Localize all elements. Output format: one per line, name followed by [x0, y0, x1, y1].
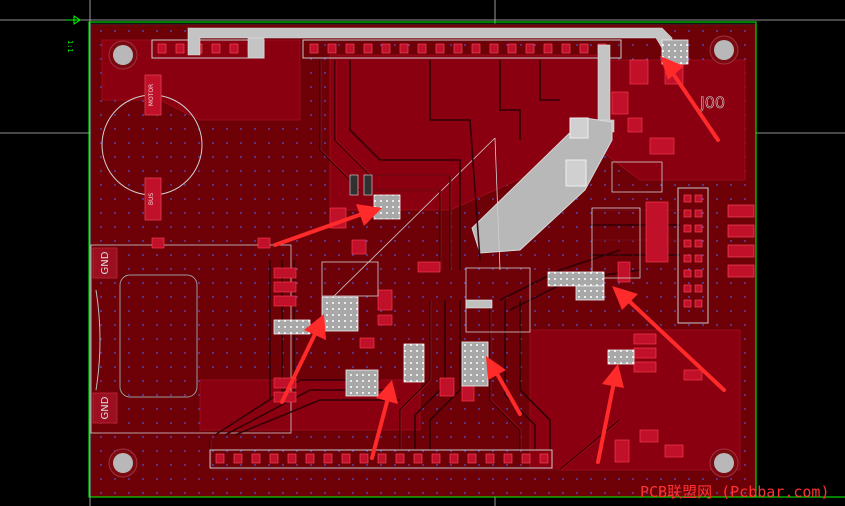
annotation-arrows	[273, 56, 726, 464]
component-u3	[461, 341, 489, 387]
arrow-icon	[660, 56, 720, 142]
component-r1	[273, 319, 311, 335]
ic-outlines	[321, 161, 663, 333]
component-trace-l1	[403, 343, 425, 383]
arrow-icon	[612, 286, 726, 392]
component-l1	[345, 369, 379, 397]
silk-diagonals	[329, 137, 501, 301]
mounting-hole-icon	[108, 448, 138, 478]
gnd-label-bottom: GND	[100, 396, 111, 419]
arrow-icon	[486, 356, 522, 416]
mounting-hole-icon	[709, 35, 739, 65]
component-c1	[373, 194, 401, 220]
component-r2	[547, 271, 605, 287]
highlighted-components	[273, 39, 689, 397]
mounting-hole-icon	[108, 40, 138, 70]
coin-battery-outline: MOTOR BUS	[101, 74, 203, 221]
arrow-icon	[370, 380, 398, 460]
silk-bus: BUS	[148, 193, 155, 206]
arrow-icon	[280, 314, 326, 404]
component-c3	[607, 349, 635, 365]
ruler-marker: 1:1	[66, 15, 81, 53]
signal-traces-highlight	[210, 60, 681, 471]
arrow-icon	[596, 364, 624, 464]
silk-j00: J00	[699, 93, 725, 112]
gnd-label-top: GND	[100, 251, 111, 274]
bottom-pin-header	[209, 449, 553, 469]
mounting-holes	[108, 35, 739, 478]
component-c2	[575, 285, 605, 301]
board-outline	[88, 21, 757, 498]
top-pin-header	[302, 39, 622, 59]
silk-motor: MOTOR	[148, 84, 155, 106]
watermark-text: PCB联盟网 (Pcbbar.com)	[640, 483, 830, 501]
power-pour-diagonal	[471, 117, 613, 254]
component-u2	[321, 296, 359, 332]
arrow-icon	[273, 204, 382, 247]
right-connector: J00	[677, 93, 755, 324]
mounting-hole-icon	[709, 448, 739, 478]
left-connector-region: GND GND	[90, 244, 292, 434]
ruler-text: 1:1	[66, 40, 74, 53]
